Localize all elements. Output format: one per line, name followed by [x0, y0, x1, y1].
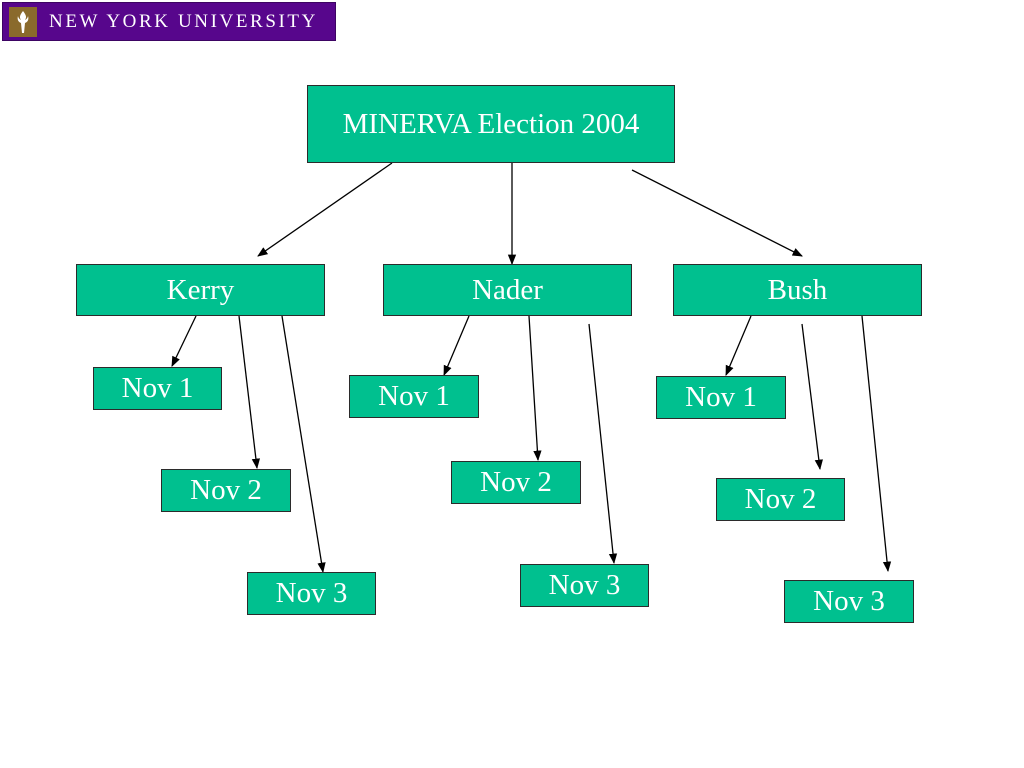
- edge-root-kerry: [257, 162, 393, 257]
- root-label: MINERVA Election 2004: [342, 107, 640, 140]
- edge-kerry-nov2: [238, 315, 261, 470]
- candidate-label: Bush: [767, 273, 828, 306]
- date-label: Nov 3: [813, 585, 885, 617]
- date-node-nader-nov2: Nov 2: [451, 461, 581, 504]
- candidate-label: Kerry: [166, 273, 235, 306]
- edge-bush-nov2: [801, 323, 823, 471]
- date-node-kerry-nov2: Nov 2: [161, 469, 291, 512]
- date-node-bush-nov2: Nov 2: [716, 478, 845, 521]
- edge-kerry-nov1: [171, 315, 197, 367]
- edge-nader-nov3: [588, 323, 618, 565]
- date-node-nader-nov3: Nov 3: [520, 564, 649, 607]
- date-label: Nov 1: [685, 381, 757, 413]
- candidate-node-bush: Bush: [673, 264, 922, 316]
- candidate-label: Nader: [472, 273, 543, 306]
- date-label: Nov 2: [190, 474, 262, 506]
- nyu-logo: NEW YORK UNIVERSITY: [2, 2, 336, 41]
- edge-nader-nov2: [528, 315, 542, 462]
- date-node-bush-nov3: Nov 3: [784, 580, 914, 623]
- candidate-node-nader: Nader: [383, 264, 632, 316]
- date-label: Nov 2: [480, 466, 552, 498]
- date-node-nader-nov1: Nov 1: [349, 375, 479, 418]
- date-label: Nov 2: [744, 483, 817, 515]
- logo-text: NEW YORK UNIVERSITY: [49, 10, 318, 32]
- edge-root-bush: [631, 169, 803, 257]
- date-node-bush-nov1: Nov 1: [656, 376, 786, 419]
- date-label: Nov 1: [121, 372, 194, 404]
- torch-icon: [9, 6, 37, 37]
- edge-kerry-nov3: [281, 315, 326, 574]
- date-label: Nov 1: [378, 380, 450, 412]
- date-node-kerry-nov1: Nov 1: [93, 367, 222, 410]
- candidate-node-kerry: Kerry: [76, 264, 325, 316]
- date-label: Nov 3: [275, 577, 348, 609]
- edge-bush-nov1: [725, 315, 752, 376]
- edge-nader-nov1: [443, 315, 470, 376]
- date-label: Nov 3: [548, 569, 621, 601]
- root-node: MINERVA Election 2004: [307, 85, 675, 163]
- date-node-kerry-nov3: Nov 3: [247, 572, 376, 615]
- edge-bush-nov3: [861, 315, 892, 573]
